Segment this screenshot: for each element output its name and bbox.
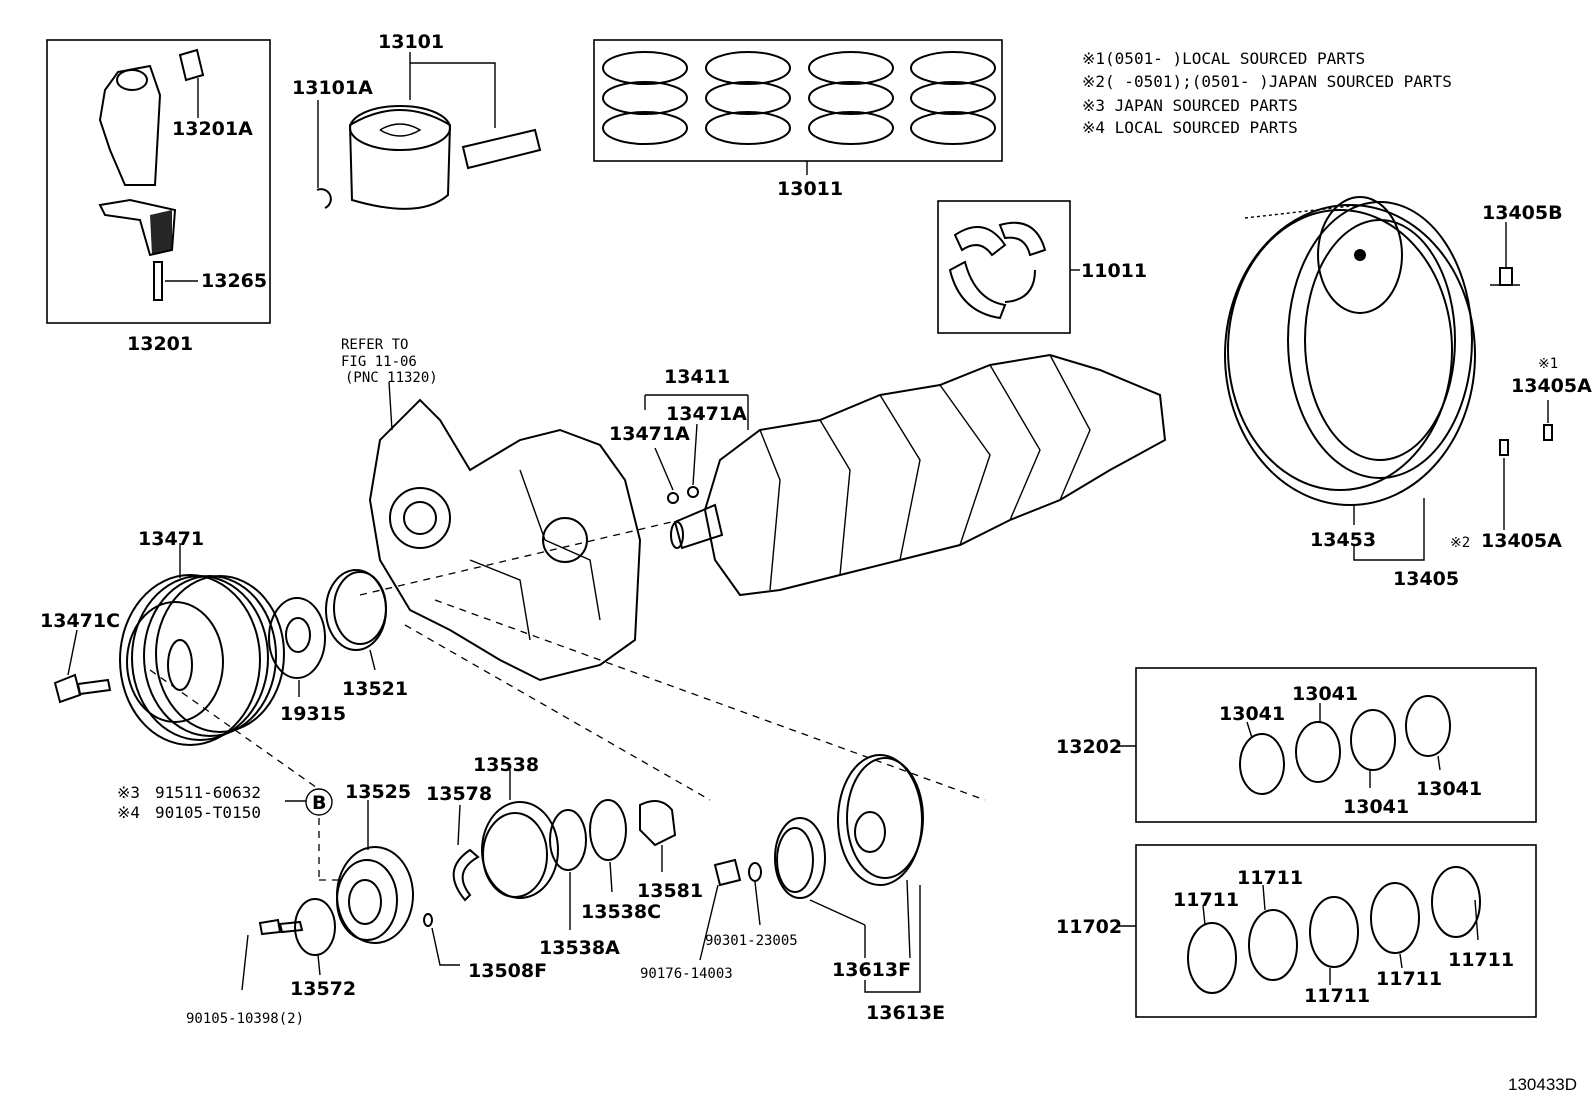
label-13538A: 13538A <box>539 937 620 959</box>
label-13201A: 13201A <box>172 118 253 140</box>
alignment-line-2 <box>404 624 711 801</box>
label-13471A-2: 13471A <box>609 423 690 445</box>
label-13405B: 13405B <box>1482 202 1563 224</box>
label-13581: 13581 <box>637 880 703 902</box>
note-2: ※2( -0501);(0501- )JAPAN SOURCED PARTS <box>1082 72 1452 91</box>
mark-1: ※1 <box>1538 356 1558 372</box>
label-90301-23005: 90301-23005 <box>705 933 798 949</box>
label-13471A-1: 13471A <box>666 403 747 425</box>
label-13101A: 13101A <box>292 77 373 99</box>
label-13578: 13578 <box>426 783 492 805</box>
alignment-line-1 <box>359 519 681 596</box>
piston-group <box>316 52 542 210</box>
gear-13613-group <box>837 754 924 993</box>
flywheel-group <box>1224 196 1553 561</box>
label-13202: 13202 <box>1056 736 1122 758</box>
gear-13525-group <box>241 800 460 991</box>
label-13613E: 13613E <box>866 1002 945 1024</box>
refer-line-1: REFER TO <box>341 337 408 353</box>
thrust-washer-group <box>937 200 1080 334</box>
label-13201: 13201 <box>127 333 193 355</box>
b4-part: 90105-T0150 <box>155 803 261 822</box>
note-3: ※3 JAPAN SOURCED PARTS <box>1082 96 1298 115</box>
label-11702: 11702 <box>1056 916 1122 938</box>
label-11011: 11011 <box>1081 260 1147 282</box>
b3-part: 91511-60632 <box>155 783 261 802</box>
b3-mark: ※3 <box>117 783 140 802</box>
crank-pulley-group <box>53 543 285 746</box>
note-4: ※4 LOCAL SOURCED PARTS <box>1082 118 1298 137</box>
label-11711-e: 11711 <box>1448 949 1514 971</box>
label-13405A-1: 13405A <box>1511 375 1592 397</box>
crank-timing-gear-group <box>268 569 387 697</box>
refer-line-3: (PNC 11320) <box>345 370 438 386</box>
label-13471: 13471 <box>138 528 204 550</box>
label-13101: 13101 <box>378 31 444 53</box>
label-13613F: 13613F <box>832 959 911 981</box>
label-13041-d: 13041 <box>1416 778 1482 800</box>
label-13471C: 13471C <box>40 610 120 632</box>
label-13265: 13265 <box>201 270 267 292</box>
label-11711-a: 11711 <box>1173 889 1239 911</box>
connecting-rod-group <box>46 39 271 324</box>
piston-rings-group <box>593 39 1003 175</box>
label-13011: 13011 <box>777 178 843 200</box>
label-90105-10398: 90105-10398(2) <box>186 1011 304 1027</box>
crankshaft-group <box>644 353 1167 597</box>
label-13405: 13405 <box>1393 568 1459 590</box>
seal-group <box>699 817 866 961</box>
b4-mark: ※4 <box>117 803 140 822</box>
label-13411: 13411 <box>664 366 730 388</box>
label-11711-c: 11711 <box>1304 985 1370 1007</box>
label-90176-14003: 90176-14003 <box>640 966 733 982</box>
label-13041-b: 13041 <box>1292 683 1358 705</box>
gear-13538-group <box>452 770 677 930</box>
label-11711-b: 11711 <box>1237 867 1303 889</box>
callout-b-letter: B <box>312 792 326 814</box>
callout-b-circle <box>305 788 333 816</box>
label-13405A-2: 13405A <box>1481 530 1562 552</box>
label-13525: 13525 <box>345 781 411 803</box>
label-13041-a: 13041 <box>1219 703 1285 725</box>
bearings-11702-group <box>1116 844 1537 1018</box>
mark-2: ※2 <box>1450 535 1470 551</box>
alignment-line-3 <box>434 599 986 801</box>
label-13453: 13453 <box>1310 529 1376 551</box>
label-13572: 13572 <box>290 978 356 1000</box>
label-19315: 19315 <box>280 703 346 725</box>
bearings-13202-group <box>1116 667 1537 823</box>
label-13041-c: 13041 <box>1343 796 1409 818</box>
timing-cover-group <box>368 381 642 682</box>
figure-code: 130433D <box>1508 1075 1577 1094</box>
label-13538C: 13538C <box>581 901 661 923</box>
label-13521: 13521 <box>342 678 408 700</box>
note-1: ※1(0501- )LOCAL SOURCED PARTS <box>1082 49 1365 68</box>
label-13508F: 13508F <box>468 960 547 982</box>
label-11711-d: 11711 <box>1376 968 1442 990</box>
refer-line-2: FIG 11-06 <box>341 354 417 370</box>
label-13538: 13538 <box>473 754 539 776</box>
